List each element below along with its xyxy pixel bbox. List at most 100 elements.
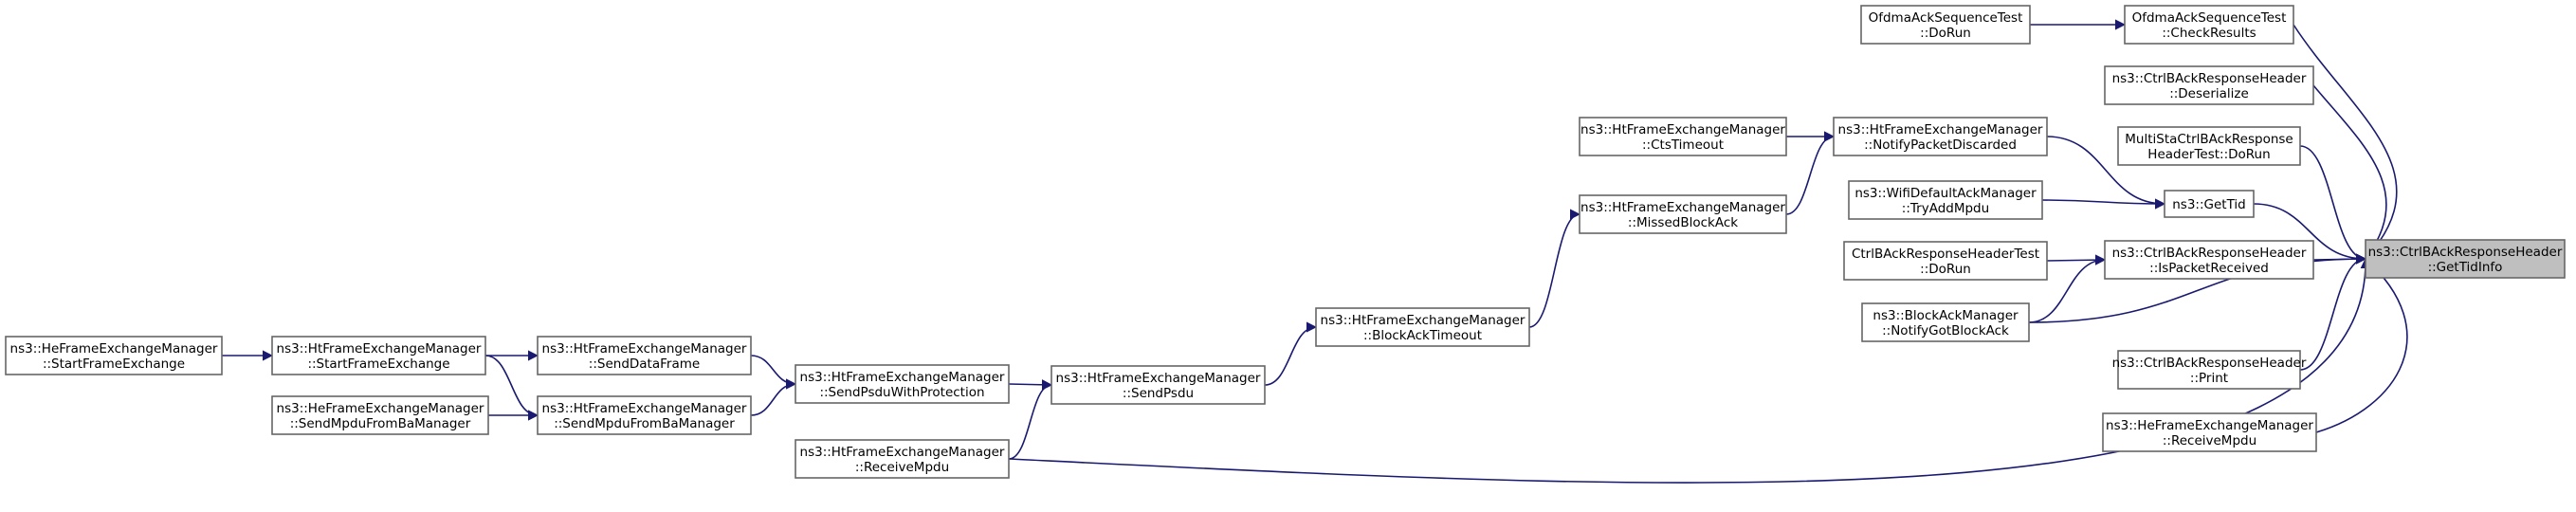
node-box bbox=[1861, 302, 2030, 342]
node-box bbox=[537, 336, 752, 375]
node-htframeexchangemanager-sendpsdu[interactable]: ns3::HtFrameExchangeManager::SendPsdu bbox=[1050, 365, 1266, 405]
node-ctrlbackresponseheader-ispacketreceived[interactable]: ns3::CtrlBAckResponseHeader::IsPacketRec… bbox=[2104, 240, 2314, 280]
edge-heframeexchangemanager-receivempdu-to-ctrlbackresponseheader-gettidinfo bbox=[2315, 258, 2408, 433]
node-heframeexchangemanager-startframeexchange[interactable]: ns3::HeFrameExchangeManager::StartFrameE… bbox=[5, 336, 223, 375]
node-box bbox=[1860, 5, 2031, 45]
node-label-line: ::MissedBlockAck bbox=[1628, 215, 1738, 230]
node-heframeexchangemanager-sendmpdufrombamanager[interactable]: ns3::HeFrameExchangeManager::SendMpduFro… bbox=[271, 395, 489, 435]
edge-gettid-to-ctrlbackresponseheader-gettidinfo bbox=[2253, 203, 2367, 265]
node-label-line: ::ReceiveMpdu bbox=[855, 460, 949, 475]
node-label-line: ::StartFrameExchange bbox=[307, 357, 449, 372]
node-label-line: ns3::HtFrameExchangeManager bbox=[1838, 122, 2043, 137]
node-label-line: ::SendMpduFromBaManager bbox=[290, 416, 471, 431]
node-label-line: ns3::CtrlBAckResponseHeader bbox=[2112, 356, 2307, 371]
edge-htframeexchangemanager-receivempdu-to-ctrlbackresponseheader-gettidinfo bbox=[1008, 257, 2371, 484]
node-htframeexchangemanager-receivempdu[interactable]: ns3::HtFrameExchangeManager::ReceiveMpdu bbox=[795, 439, 1010, 479]
node-label-line: ns3::HtFrameExchangeManager bbox=[542, 401, 747, 416]
node-htframeexchangemanager-sendpsduwithprotection[interactable]: ns3::HtFrameExchangeManager::SendPsduWit… bbox=[795, 364, 1010, 404]
node-box bbox=[2104, 240, 2314, 280]
node-box bbox=[795, 439, 1010, 479]
node-gettid[interactable]: ns3::GetTid bbox=[2164, 190, 2255, 218]
node-label-line: ::GetTidInfo bbox=[2428, 260, 2503, 275]
node-label-line: ns3::CtrlBAckResponseHeader bbox=[2368, 245, 2563, 260]
node-multistactrlbackresponseheadertest-dorun[interactable]: MultiStaCtrlBAckResponseHeaderTest::DoRu… bbox=[2117, 126, 2301, 166]
edge-htframeexchangemanager-sendmpdufrombamanager-to-htframeexchangemanager-sendpsduwithprotection bbox=[750, 378, 797, 416]
node-label-line: ns3::HeFrameExchangeManager bbox=[277, 401, 484, 416]
node-box bbox=[1843, 241, 2048, 281]
node-ofdmaacksequencetest-checkresults[interactable]: OfdmaAckSequenceTest::CheckResults bbox=[2124, 5, 2294, 45]
node-label-line: ::StartFrameExchange bbox=[43, 357, 185, 372]
node-box bbox=[1579, 194, 1787, 234]
node-label-line: ns3::BlockAckManager bbox=[1873, 308, 2019, 323]
node-box bbox=[1833, 117, 2048, 156]
node-label-line: CtrlBAckResponseHeaderTest bbox=[1852, 247, 2039, 262]
node-box bbox=[1315, 307, 1530, 347]
node-label-line: ::CtsTimeout bbox=[1642, 137, 1724, 153]
nodes-layer: ns3::CtrlBAckResponseHeader::GetTidInfo O… bbox=[5, 5, 2566, 479]
node-box bbox=[1579, 117, 1787, 156]
node-ctrlbackresponseheader-gettidinfo[interactable]: ns3::CtrlBAckResponseHeader::GetTidInfo bbox=[2365, 239, 2566, 279]
node-htframeexchangemanager-senddataframe[interactable]: ns3::HtFrameExchangeManager::SendDataFra… bbox=[537, 336, 752, 375]
edge-multistactrlbackresponseheadertest-dorun-to-ctrlbackresponseheader-gettidinfo bbox=[2299, 145, 2367, 265]
edge-ofdmaacksequencetest-checkresults-to-ctrlbackresponseheader-gettidinfo bbox=[2293, 24, 2398, 260]
node-box bbox=[2164, 190, 2255, 218]
node-box bbox=[537, 395, 752, 435]
node-label-line: ns3::HtFrameExchangeManager bbox=[800, 445, 1005, 460]
edge-htframeexchangemanager-startframeexchange-to-htframeexchangemanager-sendmpdufrombamanager bbox=[484, 355, 539, 421]
node-wifidefaultackmanager-tryaddmpdu[interactable]: ns3::WifiDefaultAckManager::TryAddMpdu bbox=[1848, 180, 2043, 220]
node-label-line: ns3::HtFrameExchangeManager bbox=[1580, 200, 1785, 215]
node-label-line: ns3::HtFrameExchangeManager bbox=[277, 341, 482, 357]
node-label-line: ::SendPsdu bbox=[1123, 386, 1194, 401]
edge-wifidefaultackmanager-tryaddmpdu-to-gettid bbox=[2041, 198, 2166, 210]
node-label-line: ::DoRun bbox=[1920, 262, 1971, 277]
node-heframeexchangemanager-receivempdu[interactable]: ns3::HeFrameExchangeManager::ReceiveMpdu bbox=[2102, 412, 2317, 452]
node-box bbox=[2124, 5, 2294, 45]
node-label-line: ns3::HtFrameExchangeManager bbox=[1321, 313, 1526, 328]
node-label-line: OfdmaAckSequenceTest bbox=[1869, 10, 2023, 26]
edge-htframeexchangemanager-missedblockack-to-htframeexchangemanager-notifypacketdiscarded bbox=[1785, 131, 1836, 215]
node-label-line: ns3::GetTid bbox=[2172, 197, 2246, 212]
node-box bbox=[2117, 126, 2301, 166]
node-label-line: ns3::CtrlBAckResponseHeader bbox=[2112, 246, 2307, 261]
node-htframeexchangemanager-missedblockack[interactable]: ns3::HtFrameExchangeManager::MissedBlock… bbox=[1579, 194, 1787, 234]
node-label-line: ::Print bbox=[2190, 371, 2228, 386]
node-label-line: ::DoRun bbox=[1920, 26, 1971, 41]
node-box bbox=[2365, 239, 2566, 279]
node-label-line: HeaderTest::DoRun bbox=[2147, 147, 2270, 162]
node-htframeexchangemanager-ctstimeout[interactable]: ns3::HtFrameExchangeManager::CtsTimeout bbox=[1579, 117, 1787, 156]
node-ctrlbackresponseheader-print[interactable]: ns3::CtrlBAckResponseHeader::Print bbox=[2112, 350, 2307, 390]
node-label-line: ::CheckResults bbox=[2162, 26, 2256, 41]
node-ofdmaacksequencetest-dorun[interactable]: OfdmaAckSequenceTest::DoRun bbox=[1860, 5, 2031, 45]
node-blockackmanager-notifygotblockack[interactable]: ns3::BlockAckManager::NotifyGotBlockAck bbox=[1861, 302, 2030, 342]
node-box bbox=[795, 364, 1010, 404]
node-ctrlbackresponseheader-deserialize[interactable]: ns3::CtrlBAckResponseHeader::Deserialize bbox=[2104, 65, 2314, 105]
node-htframeexchangemanager-notifypacketdiscarded[interactable]: ns3::HtFrameExchangeManager::NotifyPacke… bbox=[1833, 117, 2048, 156]
node-label-line: ns3::HeFrameExchangeManager bbox=[10, 341, 218, 357]
node-htframeexchangemanager-sendmpdufrombamanager[interactable]: ns3::HtFrameExchangeManager::SendMpduFro… bbox=[537, 395, 752, 435]
node-box bbox=[1848, 180, 2043, 220]
node-ctrlbackresponseheadertest-dorun[interactable]: CtrlBAckResponseHeaderTest::DoRun bbox=[1843, 241, 2048, 281]
node-htframeexchangemanager-startframeexchange[interactable]: ns3::HtFrameExchangeManager::StartFrameE… bbox=[271, 336, 486, 375]
node-box bbox=[2104, 65, 2314, 105]
node-label-line: ns3::HtFrameExchangeManager bbox=[1056, 371, 1261, 386]
node-label-line: ::SendDataFrame bbox=[589, 357, 700, 372]
node-label-line: ::Deserialize bbox=[2169, 86, 2249, 101]
node-label-line: ::NotifyPacketDiscarded bbox=[1864, 137, 2017, 153]
node-label-line: ::NotifyGotBlockAck bbox=[1882, 323, 2009, 338]
node-label-line: ns3::HtFrameExchangeManager bbox=[1580, 122, 1785, 137]
node-box bbox=[271, 336, 486, 375]
edge-htframeexchangemanager-senddataframe-to-htframeexchangemanager-sendpsduwithprotection bbox=[750, 355, 797, 390]
node-box bbox=[2102, 412, 2317, 452]
node-label-line: ns3::HeFrameExchangeManager bbox=[2106, 418, 2313, 433]
node-htframeexchangemanager-blockacktimeout[interactable]: ns3::HtFrameExchangeManager::BlockAckTim… bbox=[1315, 307, 1530, 347]
edge-ctrlbackresponseheadertest-dorun-to-ctrlbackresponseheader-ispacketreceived bbox=[2046, 254, 2107, 265]
node-box bbox=[5, 336, 223, 375]
edge-htframeexchangemanager-blockacktimeout-to-htframeexchangemanager-missedblockack bbox=[1528, 209, 1581, 328]
node-label-line: ns3::HtFrameExchangeManager bbox=[542, 341, 747, 357]
node-label-line: ::SendMpduFromBaManager bbox=[554, 416, 735, 431]
node-label-line: ::SendPsduWithProtection bbox=[819, 385, 984, 400]
node-label-line: ns3::WifiDefaultAckManager bbox=[1854, 186, 2037, 201]
edge-htframeexchangemanager-sendpsduwithprotection-to-htframeexchangemanager-sendpsdu bbox=[1008, 379, 1053, 391]
edge-ctrlbackresponseheader-deserialize-to-ctrlbackresponseheader-gettidinfo bbox=[2312, 84, 2387, 260]
edge-ctrlbackresponseheader-print-to-ctrlbackresponseheader-gettidinfo bbox=[2299, 253, 2367, 371]
